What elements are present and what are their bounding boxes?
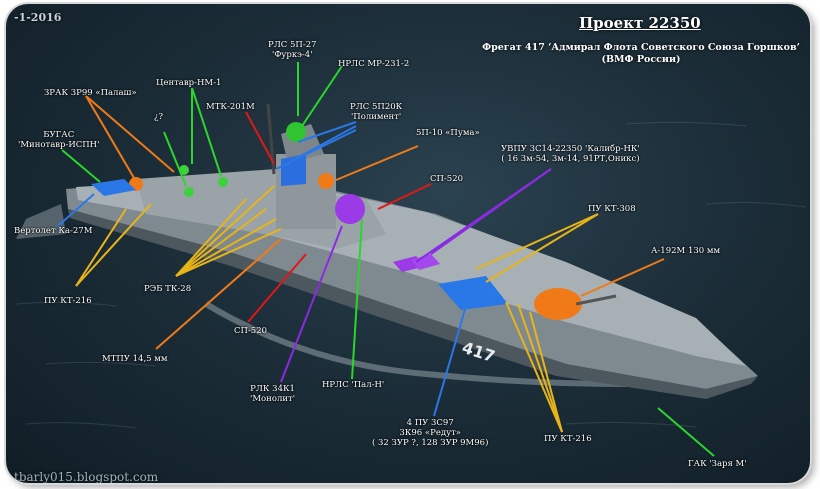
photo-card: 417	[6, 4, 810, 483]
label-nrls-pal: НРЛС 'Пал-Н'	[322, 380, 385, 390]
subtitle-line-1: Фрегат 417 ‘Адмирал Флота Советского Сою…	[482, 42, 800, 53]
label-sp520-mid: СП-520	[234, 326, 268, 336]
label-a192m: А-192М 130 мм	[651, 246, 721, 256]
label-gak: ГАК 'Заря М'	[688, 459, 747, 469]
label-bugas: БУГАС'Минотавр-ИСПН'	[18, 130, 100, 150]
label-mtk201m: МТК-201М	[206, 102, 255, 112]
label-rlk-34k1: РЛК 34К1'Монолит'	[250, 384, 296, 404]
page-subtitle: Фрегат 417 ‘Адмирал Флота Советского Сою…	[476, 42, 806, 66]
label-question: ¿?	[154, 112, 164, 122]
watermark-bottom: tbarly015.blogspot.com	[14, 470, 159, 483]
watermark-top: -1-2016	[14, 11, 62, 24]
label-uvpu: УВПУ 3С14-22350 'Калибр-НК'( 16 3м-54, 3…	[501, 144, 640, 164]
label-reb: РЭБ ТК-28	[144, 284, 192, 294]
subtitle-line-2: (ВМФ России)	[601, 54, 681, 65]
label-mtpu: МТПУ 14,5 мм	[102, 354, 168, 364]
page-title: Проект 22350	[579, 14, 701, 32]
ship-illustration: 417	[15, 62, 807, 457]
label-pu-kt308: ПУ КТ-308	[588, 204, 636, 214]
label-rls-5p20k: РЛС 5П20К'Полимент'	[350, 102, 403, 122]
label-puma: 5П-10 «Пума»	[416, 128, 480, 138]
label-helicopter: Вертолет Ка-27М	[14, 226, 93, 236]
label-tsentavr: Центавр-НМ-1	[156, 78, 222, 88]
label-pu-kt216-right: ПУ КТ-216	[544, 434, 592, 444]
label-sp520-top: СП-520	[430, 174, 464, 184]
label-nrls-mr231: НРЛС МР-231-2	[338, 59, 410, 69]
label-rls-5p27: РЛС 5П-27'Фуркэ-4'	[268, 40, 317, 60]
label-pu-kt216-left: ПУ КТ-216	[44, 296, 92, 306]
label-zrak: ЗРАК 3Р99 «Палаш»	[44, 88, 137, 98]
